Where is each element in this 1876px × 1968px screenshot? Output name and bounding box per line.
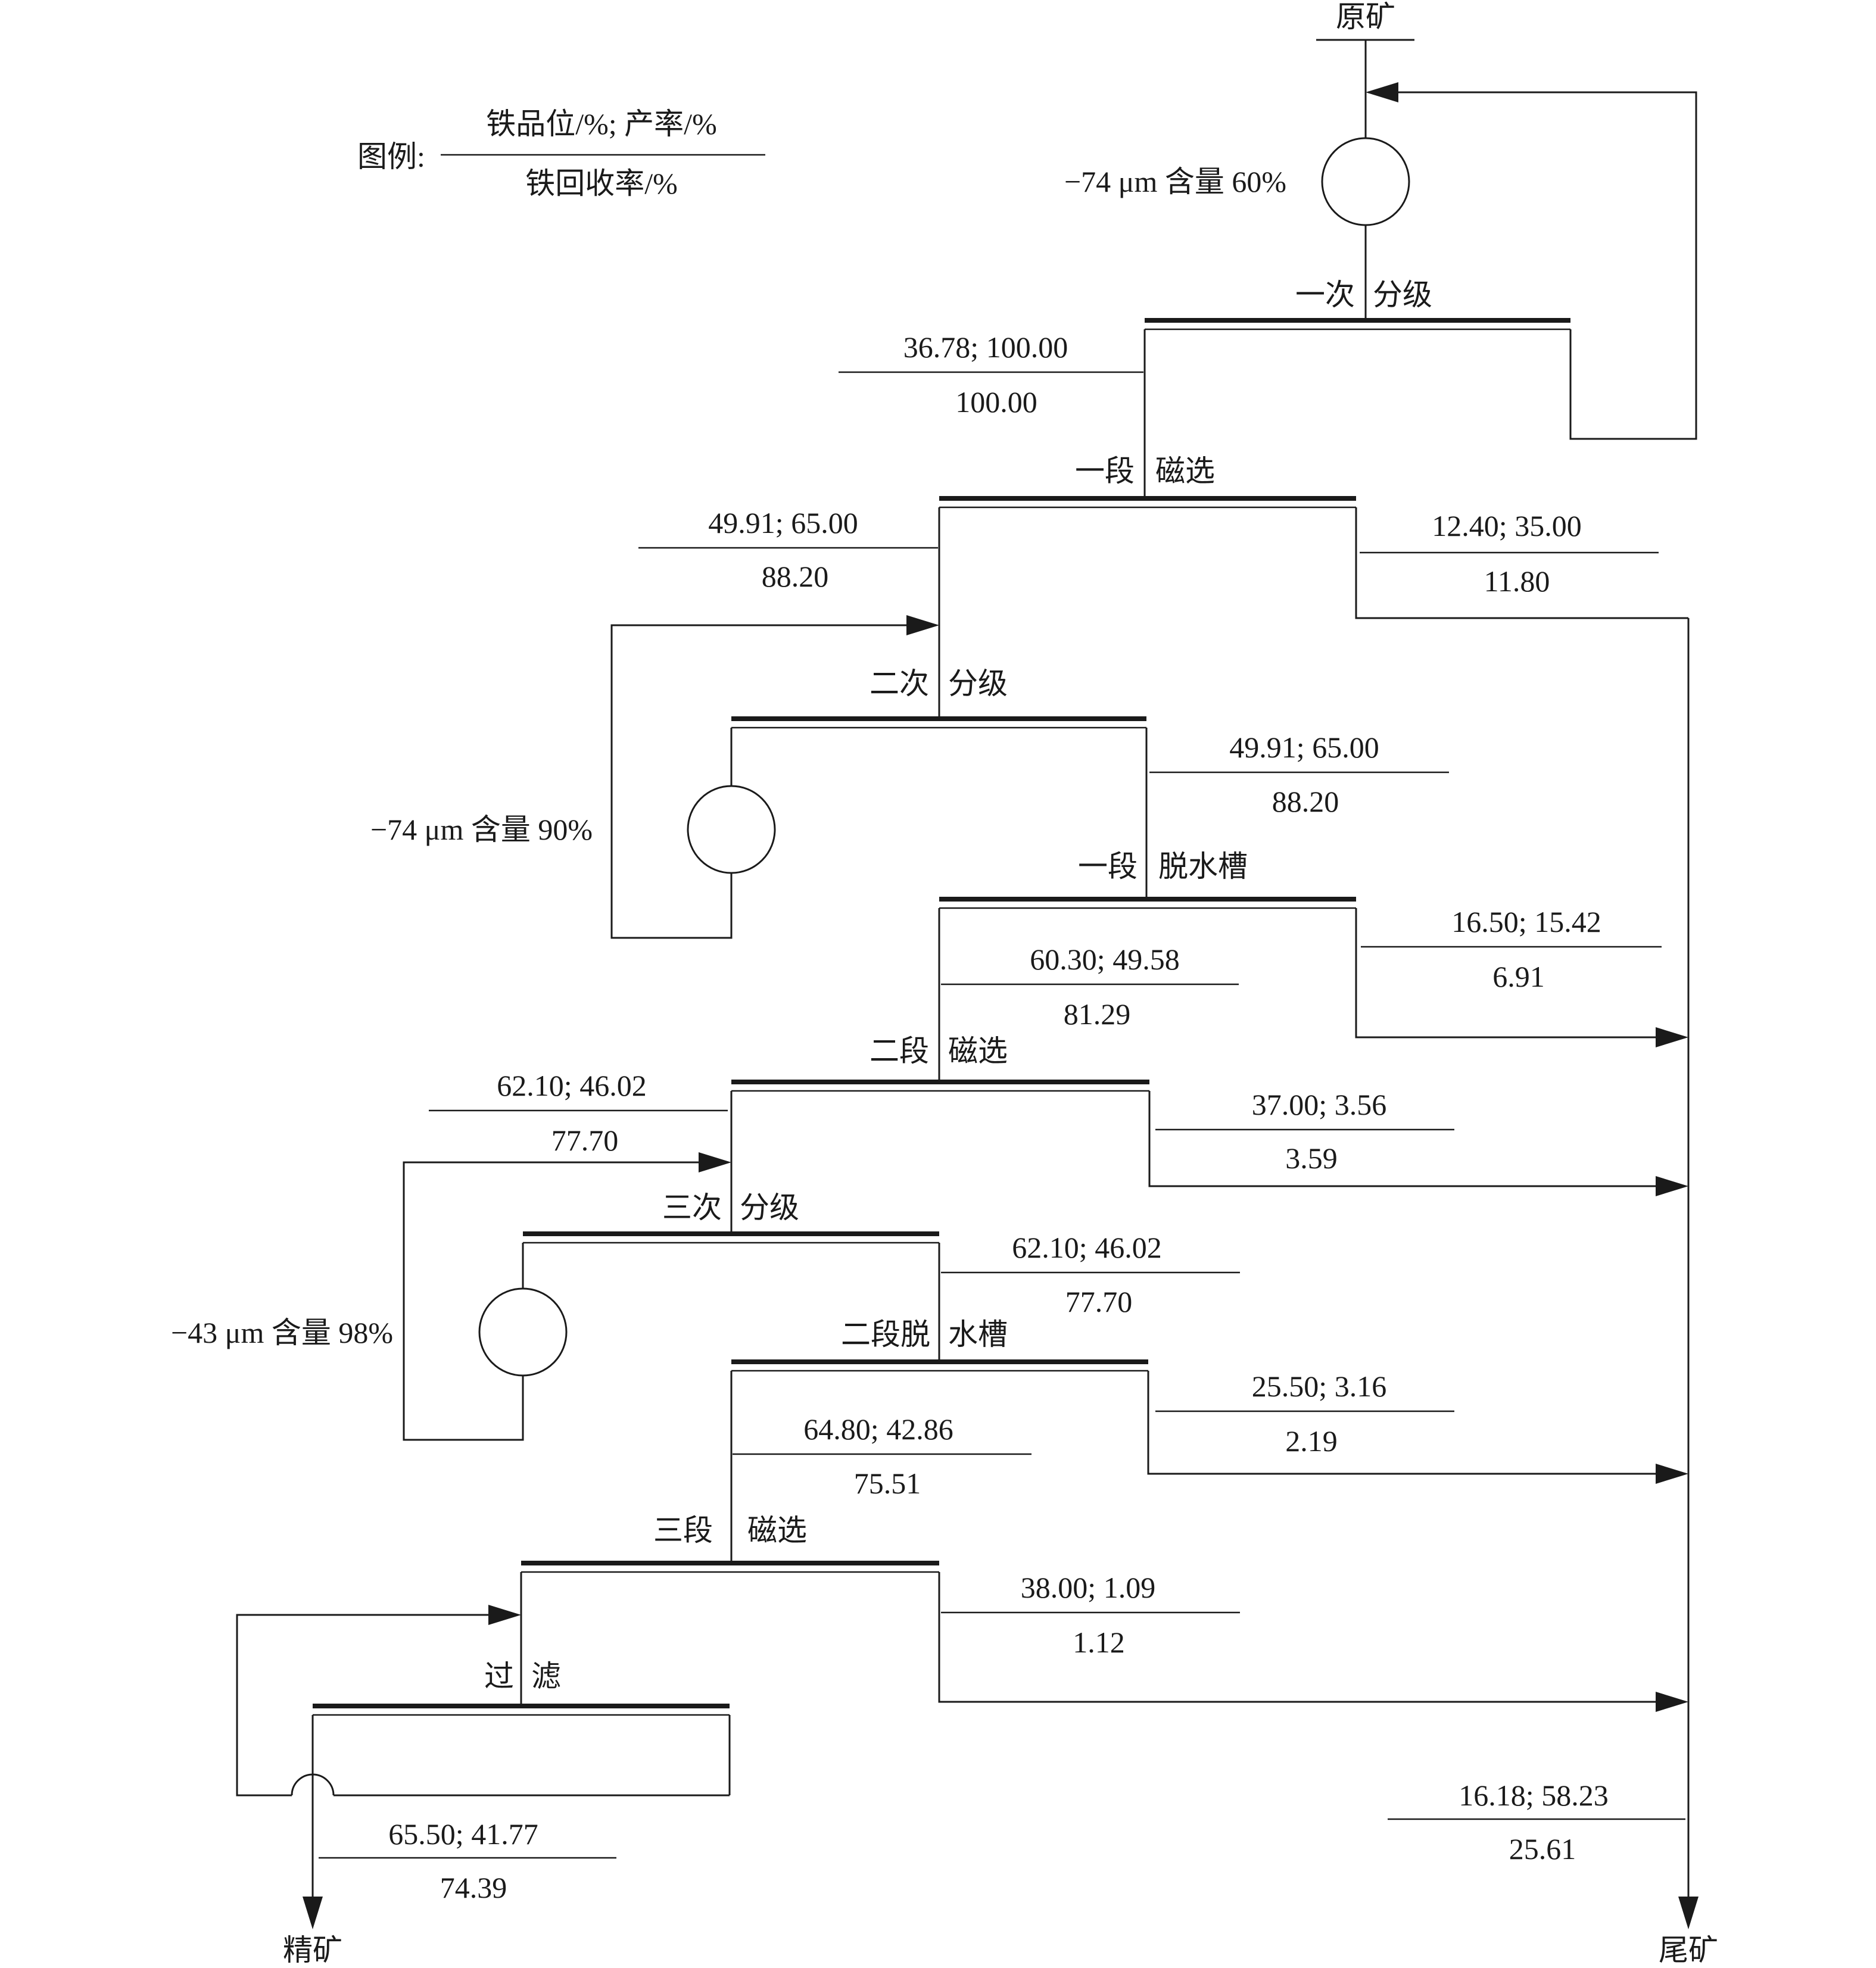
dewater-2-label-b: 水槽 [948,1318,1008,1351]
stream-classifier-3-over-bottom: 77.70 [1065,1285,1133,1318]
filter-recycle [236,1614,490,1797]
return-3-arrow-icon [699,1152,731,1172]
stream-mag-2-tail: 37.00; 3.56 3.59 [1155,1088,1454,1175]
grinding-3-label: −43 μm 含量 98% [171,1316,393,1349]
stream-classifier-3-over: 62.10; 46.02 77.70 [941,1231,1240,1318]
stream-final-conc-bottom: 74.39 [440,1871,507,1904]
classifier-3-label-b: 分级 [740,1191,799,1224]
concentrate-label: 精矿 [283,1933,342,1967]
stream-dewater-2-conc: 64.80; 42.86 75.51 [733,1412,1032,1500]
classifier-1-label-b: 分级 [1373,278,1432,311]
dewater-2-label-a: 二段脱 [841,1318,930,1351]
stream-final-conc: 65.50; 41.77 74.39 [319,1817,616,1904]
stream-mag-1-tail-bottom: 11.80 [1484,564,1550,598]
raw-ore-label: 原矿 [1336,0,1395,33]
stream-dewater-2-tail-bottom: 2.19 [1285,1424,1338,1458]
stream-dewater-1-tail-top: 16.50; 15.42 [1451,905,1601,938]
filter-recycle-arrow-icon [488,1605,521,1625]
grinding-mill-1-icon [1321,137,1410,226]
tailings-label: 尾矿 [1659,1933,1718,1967]
mag-1-tail-line [1355,507,1688,619]
grinding-mill-3-icon [478,1287,568,1377]
stream-dewater-1-conc: 60.30; 49.58 81.29 [941,943,1239,1031]
mag-2-label-b: 磁选 [948,1034,1008,1068]
stream-final-tail-top: 16.18; 58.23 [1459,1779,1608,1812]
stream-mag-1-conc: 49.91; 65.00 88.20 [638,506,938,593]
tailings-arrow-icon [1678,1897,1699,1929]
stream-feed: 36.78; 100.00 100.00 [839,330,1143,419]
stream-dewater-1-conc-top: 60.30; 49.58 [1030,943,1179,976]
filter-label-a: 过 [484,1660,514,1693]
classifier-1-label-a: 一次 [1295,278,1355,311]
mag-3-tail-line [938,1572,1657,1703]
classifier-2-label-b: 分级 [948,667,1008,700]
stream-classifier-2-over-top: 49.91; 65.00 [1229,731,1379,764]
classifier-3-label-a: 三次 [662,1191,722,1224]
mag-2-label-a: 二段 [870,1034,929,1068]
stream-dewater-2-tail-top: 25.50; 3.16 [1252,1370,1386,1403]
stream-mag-2-tail-bottom: 3.59 [1285,1141,1338,1175]
stream-mag-2-conc: 62.10; 46.02 77.70 [429,1069,728,1157]
stream-dewater-1-conc-bottom: 81.29 [1064,997,1131,1031]
stream-mag-3-tail-bottom: 1.12 [1073,1626,1125,1659]
classifier-1-recycle [1368,91,1697,440]
stream-classifier-2-over: 49.91; 65.00 88.20 [1149,731,1449,818]
stream-classifier-3-over-top: 62.10; 46.02 [1012,1231,1161,1264]
classifier-2-label-a: 二次 [870,667,929,700]
grinding-mill-2-icon [687,785,776,874]
concentrate-arrow-icon [303,1897,323,1929]
dewater-2-tail-arrow-icon [1656,1464,1688,1484]
mag-3-label-b: 磁选 [747,1514,807,1547]
stream-dewater-2-conc-bottom: 75.51 [854,1467,921,1500]
stream-feed-top: 36.78; 100.00 [903,330,1068,364]
dewater-2-tail-line [1147,1371,1657,1475]
grinding-1-label: −74 μm 含量 60% [1064,165,1286,198]
grinding-2-label: −74 μm 含量 90% [370,813,593,846]
mag-3-tail-arrow-icon [1656,1692,1688,1712]
mag-2-tail-arrow-icon [1656,1176,1688,1196]
stream-mag-1-tail: 12.40; 35.00 11.80 [1360,509,1659,598]
dewater-1-tail-line [1355,908,1657,1038]
stream-feed-bottom: 100.00 [955,385,1037,419]
stream-mag-1-conc-bottom: 88.20 [762,560,829,593]
stream-mag-1-tail-top: 12.40; 35.00 [1432,509,1581,542]
mill-3-return [403,1161,699,1441]
stream-final-conc-top: 65.50; 41.77 [388,1817,538,1851]
stream-mag-2-tail-top: 37.00; 3.56 [1252,1088,1386,1121]
mag-3-label-a: 三段 [653,1514,713,1547]
dewater-1-label-b: 脱水槽 [1158,850,1248,883]
stream-mag-2-conc-bottom: 77.70 [551,1124,619,1157]
stream-final-tail: 16.18; 58.23 25.61 [1388,1779,1685,1866]
recycle-1-arrow-icon [1366,82,1398,102]
mag-2-tail-line [1148,1091,1657,1187]
dewater-1-tail-arrow-icon [1656,1027,1688,1047]
legend-prefix: 图例: [357,140,425,173]
stream-mag-2-conc-top: 62.10; 46.02 [497,1069,646,1102]
stream-mag-3-tail: 38.00; 1.09 1.12 [941,1571,1240,1659]
filter-label-b: 滤 [531,1660,561,1693]
stream-dewater-2-conc-top: 64.80; 42.86 [803,1412,953,1446]
mag-1-label-b: 磁选 [1155,454,1215,488]
stream-dewater-1-tail: 16.50; 15.42 6.91 [1361,905,1662,993]
stream-classifier-2-over-bottom: 88.20 [1272,785,1339,818]
legend: 图例: 铁品位/%; 产率/% 铁回收率/% [357,107,765,200]
stream-mag-3-tail-top: 38.00; 1.09 [1021,1571,1155,1604]
dewater-1-label-a: 一段 [1078,850,1138,883]
stream-final-tail-bottom: 25.61 [1509,1832,1576,1866]
legend-denominator: 铁回收率/% [525,167,678,200]
return-2-arrow-icon [906,615,939,635]
legend-numerator: 铁品位/%; 产率/% [486,107,716,141]
stream-mag-1-conc-top: 49.91; 65.00 [708,506,858,539]
stream-dewater-1-tail-bottom: 6.91 [1492,960,1545,993]
mill-2-return [610,624,907,939]
mag-1-label-a: 一段 [1075,454,1135,488]
stream-dewater-2-tail: 25.50; 3.16 2.19 [1155,1370,1454,1458]
